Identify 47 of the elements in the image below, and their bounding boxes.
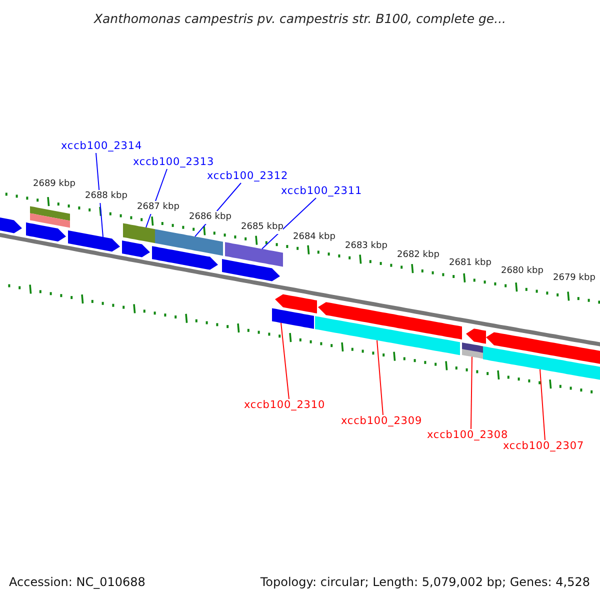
coordinate-label: 2684 kbp bbox=[293, 231, 336, 244]
coordinate-label: 2686 kbp bbox=[189, 211, 232, 224]
gene-bar bbox=[30, 206, 70, 221]
coordinate-label: 2685 kbp bbox=[241, 221, 284, 234]
gene-feature bbox=[222, 259, 280, 282]
gene-feature bbox=[466, 328, 486, 344]
coordinate-label: 2688 kbp bbox=[85, 190, 128, 203]
leader-line bbox=[280, 322, 290, 400]
gene-feature bbox=[26, 222, 66, 242]
gene-feature bbox=[486, 332, 600, 366]
gene-bar bbox=[483, 346, 600, 382]
gene-label: xccb100_2310 bbox=[244, 399, 326, 412]
coordinate-label: 2687 kbp bbox=[137, 201, 180, 214]
gene-label: xccb100_2308 bbox=[427, 429, 508, 442]
gene-label: xccb100_2311 bbox=[281, 185, 362, 198]
gene-feature bbox=[68, 230, 120, 252]
gene-feature bbox=[152, 246, 218, 270]
gene-bar bbox=[155, 229, 223, 256]
gene-feature bbox=[122, 240, 150, 258]
leader-line bbox=[540, 368, 546, 440]
gene-feature bbox=[275, 294, 317, 314]
gene-bar bbox=[462, 342, 483, 354]
gene-label: xccb100_2313 bbox=[133, 156, 214, 169]
gene-bar bbox=[462, 349, 483, 359]
gene-bar bbox=[225, 242, 283, 267]
gene-label: xccb100_2312 bbox=[207, 170, 288, 183]
gene-label: xccb100_2307 bbox=[503, 440, 584, 453]
genome-summary-text: Topology: circular; Length: 5,079,002 bp; Genes: 4,528 bbox=[260, 575, 590, 589]
leader-line bbox=[96, 152, 104, 238]
coordinate-label: 2689 kbp bbox=[33, 178, 76, 191]
leader-line bbox=[376, 340, 384, 416]
coordinate-label: 2680 kbp bbox=[501, 265, 544, 278]
gene-feature bbox=[318, 302, 462, 340]
gene-bar bbox=[272, 308, 314, 329]
accession-text: Accession: NC_010688 bbox=[9, 575, 146, 589]
coordinate-label: 2683 kbp bbox=[345, 240, 388, 253]
gene-feature bbox=[0, 216, 22, 234]
gene-label: xccb100_2309 bbox=[341, 415, 422, 428]
gene-label: xccb100_2314 bbox=[61, 140, 142, 153]
coordinate-label: 2681 kbp bbox=[449, 257, 492, 270]
gene-bar bbox=[123, 223, 155, 244]
leader-line bbox=[262, 198, 316, 250]
gene-bar bbox=[30, 213, 70, 228]
map-title: Xanthomonas campestris pv. campestris str. B100, complete ge... bbox=[92, 11, 508, 26]
gene-bar bbox=[315, 316, 460, 356]
coordinate-label: 2682 kbp bbox=[397, 249, 440, 262]
coordinate-label: 2679 kbp bbox=[553, 272, 596, 285]
